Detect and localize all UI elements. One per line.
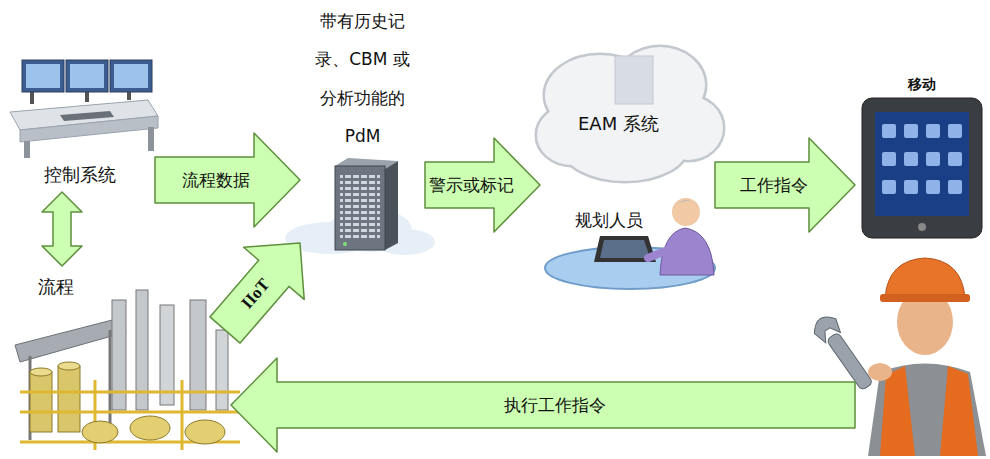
worker-picture-part <box>885 258 965 298</box>
tablet-picture-part-part <box>926 152 940 166</box>
node-label: 带有历史记录、CBM 或分析功能的 PdM <box>312 2 413 155</box>
tablet-picture-part-part <box>948 152 962 166</box>
cloud-picture <box>537 47 723 181</box>
arrow-label: 工作指令 <box>740 175 808 195</box>
mobile-device: 移动 <box>855 72 988 457</box>
tablet-picture-part-part <box>904 124 918 138</box>
control-system: 控制系统 <box>5 55 155 190</box>
server-picture <box>285 158 435 255</box>
block-arrow <box>715 138 855 232</box>
workstation-picture-part <box>114 64 148 88</box>
process-plant-picture <box>15 290 240 450</box>
tablet-picture-part-part <box>882 152 896 166</box>
tablet-picture-part-part <box>948 124 962 138</box>
block-arrow <box>425 138 540 232</box>
tablet-picture <box>862 98 982 238</box>
block-arrow <box>42 192 82 266</box>
arrow-label: 流程数据 <box>182 170 250 190</box>
process-plant-picture-part <box>20 391 240 394</box>
worker-picture-part <box>880 366 978 456</box>
tablet-picture-part-part <box>926 180 940 194</box>
tablet-picture-part <box>875 112 969 216</box>
process-plant-picture-part <box>82 421 118 443</box>
planner-picture-part <box>672 198 700 226</box>
server-picture-part <box>385 161 398 250</box>
process-plant-picture-part <box>30 372 52 432</box>
process-plant-picture-part <box>181 380 184 450</box>
node-label: 流程 <box>38 276 74 298</box>
planner-picture <box>545 198 715 289</box>
planner-picture-part <box>648 250 668 258</box>
workstation-picture <box>10 60 158 158</box>
workstation-picture-part <box>148 127 154 151</box>
worker-picture-part <box>868 364 986 457</box>
arrow-label: 执行工作指令 <box>504 395 606 415</box>
node-label: 规划人员 <box>575 210 643 230</box>
process-plant-picture-part <box>30 368 52 376</box>
process-plant-picture-part <box>216 330 228 410</box>
server-picture-part <box>335 166 385 250</box>
server-picture-part <box>343 242 347 246</box>
workstation-picture-part <box>24 141 30 158</box>
workstation-picture-part <box>20 116 158 142</box>
tablet-picture-part-part <box>948 180 962 194</box>
worker-picture-part <box>880 294 970 302</box>
tablet-picture-part-part <box>904 152 918 166</box>
process-plant: 流程 <box>10 268 225 456</box>
cloud-picture-part <box>537 47 723 181</box>
eam-cloud: EAM 系统 <box>540 45 715 185</box>
process-plant-picture-part <box>58 362 80 370</box>
workstation-picture-part <box>66 60 108 92</box>
tablet-picture-part <box>918 223 926 231</box>
workstation-picture-part <box>70 64 104 88</box>
arrow-label: IIoT <box>237 275 274 313</box>
node-label: EAM 系统 <box>578 113 659 135</box>
planner-picture-part <box>672 200 700 210</box>
block-arrow <box>155 133 300 227</box>
process-plant-picture-part <box>58 366 80 432</box>
block-arrow <box>231 358 855 452</box>
pdm-server: 带有历史记录、CBM 或分析功能的 PdM <box>300 2 425 255</box>
workstation-picture-part <box>60 111 114 121</box>
process-plant-picture-part <box>185 420 225 444</box>
process-plant-picture-part <box>130 416 170 440</box>
worker-picture-part <box>868 363 892 381</box>
workstation-picture-part <box>110 60 152 92</box>
arrow-label: 警示或标记 <box>429 175 514 195</box>
node-label: 移动 <box>855 76 988 93</box>
tablet-picture-part-part <box>926 124 940 138</box>
workstation-picture-part <box>22 60 64 92</box>
cloud-picture-part <box>615 56 653 104</box>
workstation-picture-part <box>26 64 60 88</box>
tablet-picture-part-part <box>882 180 896 194</box>
process-plant-picture-part <box>160 305 174 405</box>
tablet-picture-part <box>882 124 962 194</box>
worker-picture-part-part <box>809 311 843 345</box>
planner: 规划人员 <box>545 195 715 290</box>
tablet-picture-part-part <box>882 124 896 138</box>
tablet-picture-part <box>862 98 982 238</box>
server-picture-part <box>340 175 380 239</box>
planner-picture-part <box>600 240 650 258</box>
process-plant-picture-part <box>20 411 240 414</box>
block-arrow <box>210 243 304 343</box>
tablet-picture-part-part <box>904 180 918 194</box>
cloud-picture-part <box>537 47 723 181</box>
node-label: 控制系统 <box>5 164 155 186</box>
